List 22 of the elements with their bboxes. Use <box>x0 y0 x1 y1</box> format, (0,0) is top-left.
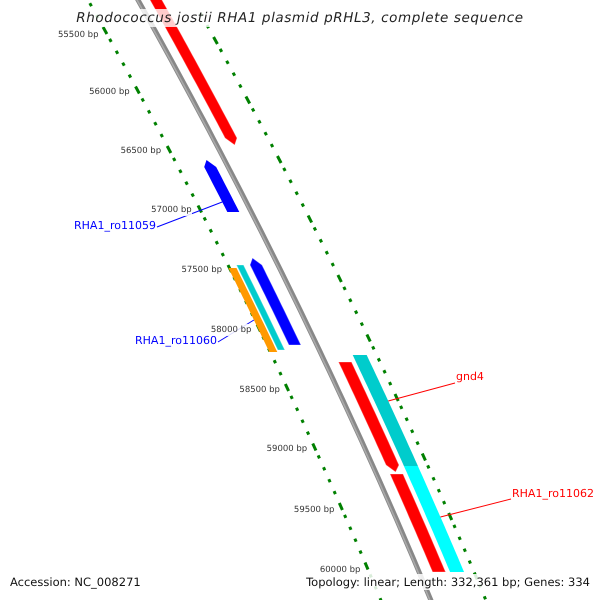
gene-bar <box>352 355 418 466</box>
tick-label: 59000 bp <box>266 443 308 455</box>
tick-label: 56500 bp <box>120 145 162 157</box>
leader-line <box>156 202 223 228</box>
leader-line <box>440 498 512 518</box>
tick-label: 57500 bp <box>181 264 222 276</box>
tick-label: 56000 bp <box>89 86 130 98</box>
info-text: Topology: linear; Length: 332,361 bp; Genes: 334 <box>304 574 592 590</box>
tick-label: 58500 bp <box>239 384 280 396</box>
title: Rhodococcus jostii RHA1 plasmid pRHL3, complete sequence <box>76 9 524 27</box>
leader-line <box>388 382 456 402</box>
gene-label: RHA1_ro11062 <box>512 488 594 500</box>
tick-label: 57000 bp <box>151 204 192 216</box>
tick-label: 58000 bp <box>210 324 252 336</box>
tick-label: 55500 bp <box>58 29 98 41</box>
gene-label: gnd4 <box>456 371 484 383</box>
gene-bar <box>404 466 464 572</box>
info-text: Accession: NC_008271 <box>8 574 143 590</box>
gene-bar <box>204 160 240 212</box>
gene-label: RHA1_ro11059 <box>74 220 156 232</box>
gene-label: RHA1_ro11060 <box>135 335 217 347</box>
tick-label: 59500 bp <box>294 504 334 516</box>
